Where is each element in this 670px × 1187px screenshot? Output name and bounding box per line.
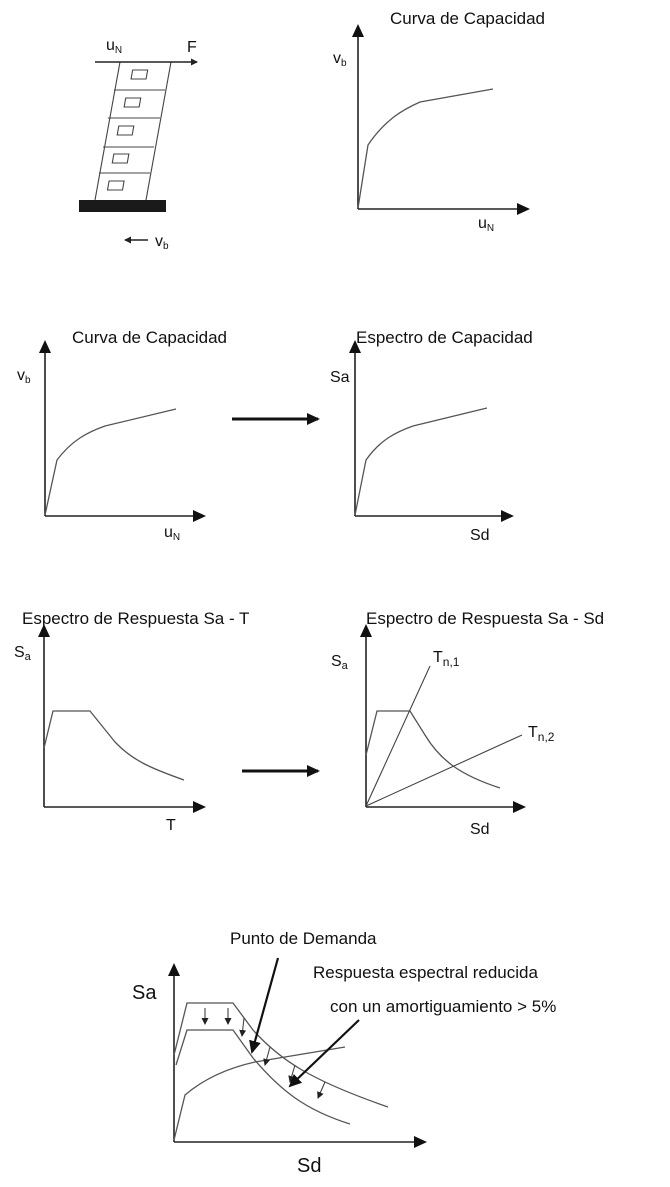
damping-reduction-arrows bbox=[201, 1008, 326, 1099]
force-label: F bbox=[187, 39, 197, 56]
annotation-line-2: con un amortiguamiento > 5% bbox=[330, 997, 556, 1016]
response-spectrum-sa-t-chart: Espectro de Respuesta Sa - T Sa T bbox=[14, 609, 249, 834]
period-line-2 bbox=[365, 734, 523, 807]
top-displacement-label: uN bbox=[106, 37, 122, 56]
x-axis-label: uN bbox=[164, 524, 180, 543]
response-spectrum-5pct bbox=[173, 1002, 389, 1108]
x-axis-label: uN bbox=[478, 215, 494, 234]
x-axis-label: Sd bbox=[470, 527, 490, 544]
capacity-curve bbox=[44, 408, 177, 516]
demand-point-chart: Punto de Demanda Sa Sd Respuesta espectr… bbox=[132, 929, 556, 1177]
x-axis-label: T bbox=[166, 817, 176, 834]
base-shear-label: vb bbox=[155, 233, 169, 252]
capacity-spectrum-chart: Espectro de Capacidad Sa Sd bbox=[330, 328, 533, 544]
period-1-label: Tn,1 bbox=[433, 649, 460, 669]
chart-title: Punto de Demanda bbox=[230, 929, 377, 948]
y-axis-label: vb bbox=[333, 50, 347, 69]
frame-windows bbox=[106, 69, 149, 191]
y-axis-label: Sa bbox=[14, 644, 32, 663]
response-spectrum-curve bbox=[365, 710, 501, 789]
period-2-label: Tn,2 bbox=[528, 724, 555, 744]
chart-title: Curva de Capacidad bbox=[72, 328, 227, 347]
reduced-response-spectrum bbox=[175, 1029, 351, 1125]
annotation-line-1: Respuesta espectral reducida bbox=[313, 963, 538, 982]
x-axis-label: Sd bbox=[470, 821, 490, 838]
capacity-spectrum-curve bbox=[354, 407, 488, 516]
chart-title: Espectro de Capacidad bbox=[356, 328, 533, 347]
y-axis-label: vb bbox=[17, 367, 31, 386]
period-line-1 bbox=[365, 665, 431, 807]
y-axis-label: Sa bbox=[331, 653, 349, 672]
reduced-spectrum-pointer bbox=[288, 1019, 360, 1088]
x-axis-label: Sd bbox=[297, 1155, 321, 1177]
response-spectrum-sa-sd-chart: Espectro de Respuesta Sa - Sd Sa Sd Tn,1… bbox=[331, 609, 604, 838]
capacity-spectrum-curve bbox=[173, 1046, 346, 1141]
y-axis-label: Sa bbox=[132, 982, 157, 1004]
demand-point-pointer bbox=[249, 957, 280, 1054]
response-spectrum-curve bbox=[43, 710, 185, 781]
capacity-curve bbox=[357, 88, 494, 209]
frame-column-left bbox=[94, 61, 121, 201]
chart-title: Espectro de Respuesta Sa - T bbox=[22, 609, 249, 628]
y-axis-label: Sa bbox=[330, 369, 350, 386]
chart-title: Curva de Capacidad bbox=[390, 9, 545, 28]
frame-column-right bbox=[145, 61, 172, 201]
foundation-base bbox=[79, 200, 166, 212]
capacity-curve-chart-1: Curva de Capacidad vb uN bbox=[333, 9, 545, 234]
building-diagram: uN F vb bbox=[79, 37, 198, 252]
capacity-curve-chart-2: Curva de Capacidad vb uN bbox=[17, 328, 227, 543]
chart-title: Espectro de Respuesta Sa - Sd bbox=[366, 609, 604, 628]
